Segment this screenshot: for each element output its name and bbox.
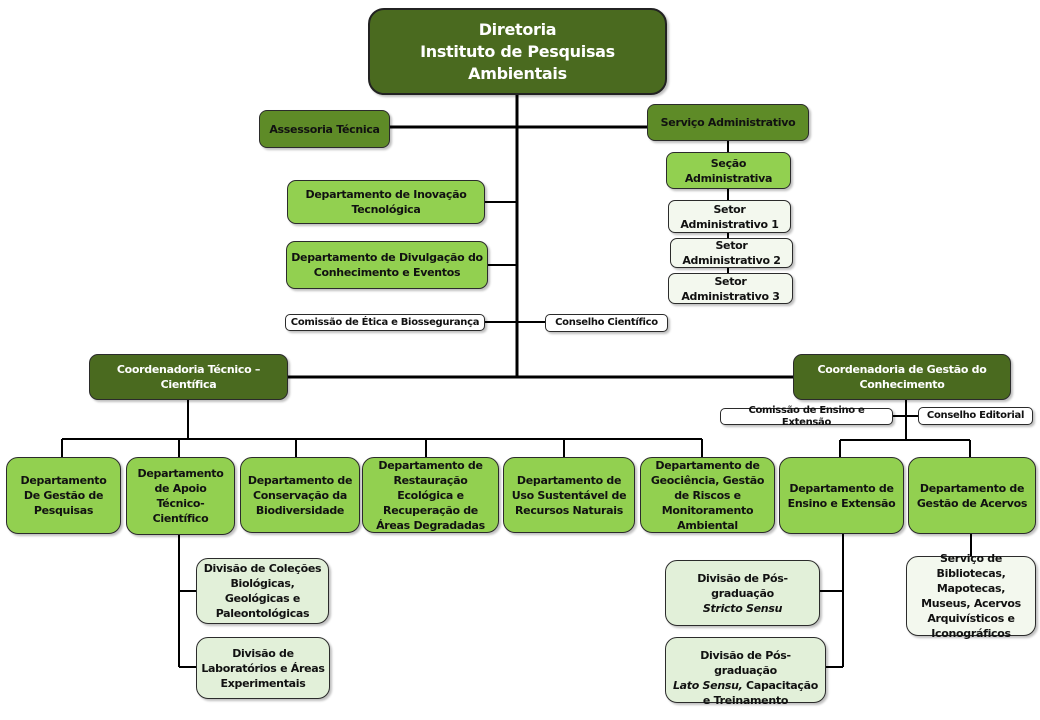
assessoria-tecnica-box[interactable]: Assessoria Técnica: [259, 110, 390, 148]
conselho-label: Conselho Editorial: [926, 410, 1025, 421]
setor-administrativo-3-box[interactable]: Setor Administrativo 3: [668, 273, 793, 304]
dept-label: Departamento de Apoio Técnico-Científico: [137, 467, 224, 525]
assessoria-tecnica-label: Assessoria Técnica: [269, 122, 380, 136]
dept-label: Departamento de Geociência, Gestão de Ri…: [650, 458, 765, 532]
secao-administrativa-box[interactable]: Seção Administrativa: [666, 152, 791, 189]
comissao-label: Comissão de Ética e Biossegurança: [290, 316, 480, 328]
comissao-label: Comissão de Ensino e Extensão: [748, 404, 865, 428]
servico-label: Serviço de Bibliotecas, Mapotecas, Museu…: [921, 552, 1021, 640]
secao-administrativa-label: Seção Administrativa: [684, 156, 773, 185]
dept-label: Departamento de Conservação da Biodivers…: [247, 473, 353, 517]
dept-label: Departamento de Inovação Tecnológica: [305, 188, 467, 216]
divisao-label: Divisão de Pós-graduação: [700, 649, 791, 677]
divisao-label: Divisão de Laboratórios e Áreas Experime…: [201, 646, 325, 690]
divisao-label: Divisão de Coleções Biológicas, Geológic…: [203, 562, 322, 620]
servico-administrativo-label: Serviço Administrativo: [660, 116, 796, 129]
divisao-laboratorios-box[interactable]: Divisão de Laboratórios e Áreas Experime…: [196, 637, 330, 699]
dept-gestao-acervos-box[interactable]: Departamento de Gestão de Acervos: [908, 457, 1036, 534]
coordenadoria-gestao-conhecimento-box[interactable]: Coordenadoria de Gestão do Conhecimento: [793, 354, 1011, 400]
institute-name: Instituto de Pesquisas Ambientais: [420, 41, 615, 83]
diretoria-title: Diretoria: [478, 19, 557, 39]
dept-restauracao-ecologica-box[interactable]: Departamento de Restauração Ecológica e …: [362, 457, 499, 533]
dept-label: Departamento de Uso Sustentável de Recur…: [511, 473, 627, 517]
conselho-editorial-box[interactable]: Conselho Editorial: [918, 407, 1033, 425]
servico-administrativo-box[interactable]: Serviço Administrativo: [647, 104, 809, 141]
dept-gestao-pesquisas-box[interactable]: Departamento De Gestão de Pesquisas: [6, 457, 121, 534]
dept-label: Departamento De Gestão de Pesquisas: [20, 474, 107, 517]
dept-inovacao-tecnologica-box[interactable]: Departamento de Inovação Tecnológica: [287, 180, 485, 224]
divisao-colecoes-box[interactable]: Divisão de Coleções Biológicas, Geológic…: [196, 558, 329, 624]
conselho-cientifico-box[interactable]: Conselho Científico: [545, 314, 668, 332]
setor-label: Setor Administrativo 3: [681, 274, 780, 303]
dept-label: Departamento de Gestão de Acervos: [916, 481, 1028, 510]
dept-divulgacao-box[interactable]: Departamento de Divulgação do Conhecimen…: [286, 241, 488, 289]
divisao-label-italic: Lato Sensu,: [672, 679, 743, 692]
coordenadoria-tecnico-cientifica-box[interactable]: Coordenadoria Técnico – Científica: [89, 354, 288, 400]
setor-administrativo-2-box[interactable]: Setor Administrativo 2: [670, 238, 793, 268]
setor-administrativo-1-box[interactable]: Setor Administrativo 1: [668, 200, 791, 233]
dept-label: Departamento de Divulgação do Conhecimen…: [291, 251, 483, 279]
dept-label: Departamento de Ensino e Extensão: [787, 481, 896, 510]
dept-conservacao-biodiversidade-box[interactable]: Departamento de Conservação da Biodivers…: [240, 457, 360, 533]
dept-label: Departamento de Restauração Ecológica e …: [376, 458, 485, 532]
setor-label: Setor Administrativo 1: [680, 202, 779, 231]
comissao-ensino-extensao-box[interactable]: Comissão de Ensino e Extensão: [720, 405, 893, 428]
dept-ensino-extensao-box[interactable]: Departamento de Ensino e Extensão: [779, 457, 904, 534]
divisao-pos-stricto-box[interactable]: Divisão de Pós-graduação Stricto Sensu: [665, 560, 820, 626]
setor-label: Setor Administrativo 2: [682, 239, 781, 267]
servico-bibliotecas-box[interactable]: Serviço de Bibliotecas, Mapotecas, Museu…: [906, 552, 1036, 640]
coordenadoria-label: Coordenadoria Técnico – Científica: [116, 363, 261, 391]
divisao-label-italic: Stricto Sensu: [702, 601, 783, 615]
divisao-label-rest: Capacitação e Treinamento: [702, 679, 819, 707]
coordenadoria-label: Coordenadoria de Gestão do Conhecimento: [817, 363, 987, 391]
dept-uso-sustentavel-box[interactable]: Departamento de Uso Sustentável de Recur…: [503, 457, 635, 533]
comissao-etica-box[interactable]: Comissão de Ética e Biossegurança: [285, 314, 485, 331]
diretoria-box[interactable]: Diretoria Instituto de Pesquisas Ambient…: [368, 8, 667, 95]
dept-geociencia-box[interactable]: Departamento de Geociência, Gestão de Ri…: [640, 457, 775, 533]
divisao-pos-lato-box[interactable]: Divisão de Pós-graduação Lato Sensu, Cap…: [665, 637, 826, 707]
conselho-label: Conselho Científico: [555, 317, 658, 328]
dept-apoio-tecnico-cientifico-box[interactable]: Departamento de Apoio Técnico-Científico: [126, 457, 235, 535]
divisao-label: Divisão de Pós-graduação: [697, 571, 788, 600]
